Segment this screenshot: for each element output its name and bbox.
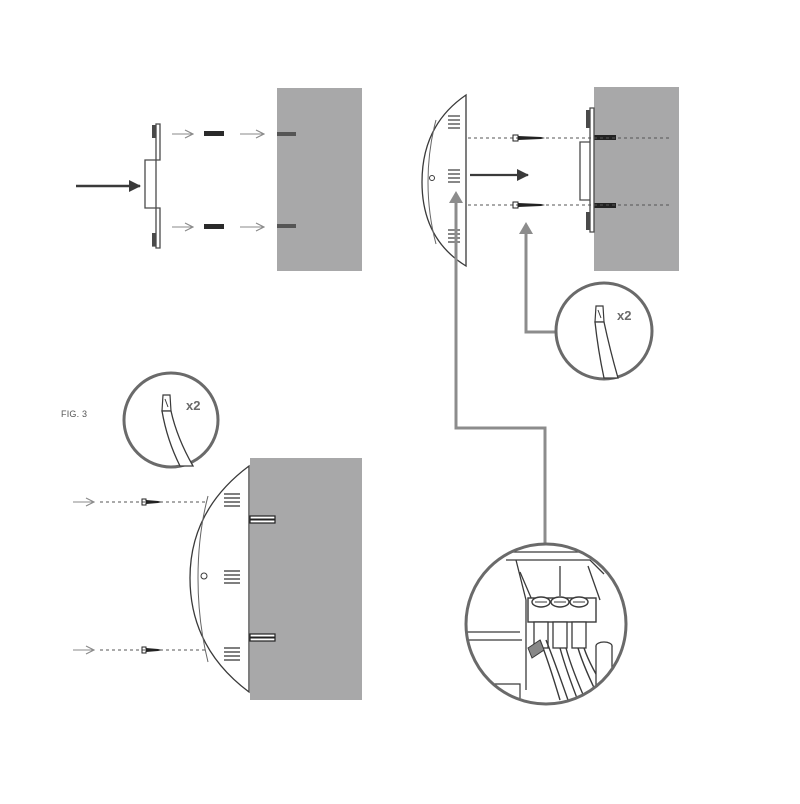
- vent-slots-top: [448, 115, 460, 129]
- screwdriver-icon-a: [594, 305, 619, 379]
- screw-fig3-bottom: [141, 646, 162, 654]
- detail-leader: [454, 195, 547, 544]
- screwdriver-callout-a: [554, 281, 654, 381]
- mounting-bracket-side: [144, 123, 161, 249]
- vent-slots-middle: [448, 169, 460, 183]
- screwdriver-icon-b: [161, 394, 195, 467]
- wall-panel-2: [594, 87, 679, 271]
- vent-slots-large-bottom: [224, 647, 240, 661]
- magnifier-ring: [464, 542, 628, 706]
- screwdriver-leader-a: [524, 226, 556, 334]
- step-3-attach-thermostat: [73, 371, 362, 700]
- thermostat-side-view: [421, 93, 467, 268]
- screw-count-label-b: x2: [186, 398, 201, 413]
- screw-bottom: [512, 201, 545, 209]
- wall-panel-1: [277, 88, 362, 271]
- anchor-in-wall-bottom: [594, 203, 616, 208]
- step-2-screw-bracket: [421, 87, 679, 381]
- wiring-detail: [449, 191, 628, 706]
- vent-slots-bottom: [448, 229, 460, 243]
- wall-hole-bottom: [277, 224, 296, 228]
- screw-fig3-top: [141, 498, 162, 506]
- thermostat-side-view-large: [189, 464, 250, 694]
- step-1-bracket-anchors: [76, 88, 362, 271]
- screw-top: [512, 134, 545, 142]
- vent-slots-large-top: [224, 493, 240, 507]
- anchor-in-wall-top: [594, 135, 616, 140]
- terminal-block-magnified: [466, 544, 626, 704]
- bracket-on-wall: [579, 107, 595, 233]
- wall-panel-3: [250, 458, 362, 700]
- wall-hole-top: [277, 132, 296, 136]
- wall-anchor-top: [204, 131, 224, 136]
- figure-label: FIG. 3: [61, 409, 88, 419]
- vent-slots-large-middle: [224, 570, 240, 584]
- wall-anchor-bottom: [204, 224, 224, 229]
- screwdriver-callout-b: [122, 371, 220, 469]
- screw-count-label-a: x2: [617, 308, 632, 323]
